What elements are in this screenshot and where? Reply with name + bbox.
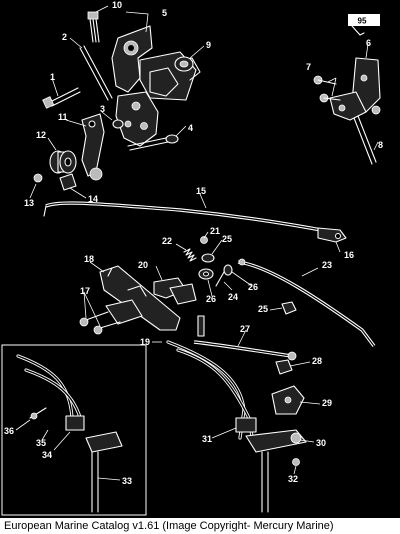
- pin-24: [215, 271, 225, 287]
- callout-34: 34: [42, 450, 52, 460]
- callout-26-right: 26: [248, 282, 258, 292]
- screws-7: [313, 75, 341, 103]
- callout-24: 24: [228, 292, 238, 302]
- spring-22: [183, 248, 197, 262]
- neutral-switch-20: [153, 277, 197, 305]
- link-rod-15: [43, 201, 333, 234]
- callout-25-right: 25: [258, 304, 268, 314]
- callout-4: 4: [188, 123, 193, 133]
- lever-arm-11: [81, 113, 105, 181]
- bolts-17: [79, 311, 121, 335]
- switch-29: [271, 385, 305, 415]
- callout-numbers: 1 2 3 4 5 6 7 8 9 10 11 12 13 14 15 16 1…: [4, 0, 383, 486]
- mounting-bracket-18: [99, 265, 181, 331]
- callout-18: 18: [84, 254, 94, 264]
- callout-11: 11: [58, 112, 68, 122]
- callout-27: 27: [240, 324, 250, 334]
- throttle-bracket: [111, 25, 201, 101]
- callout-6: 6: [366, 38, 371, 48]
- callout-12: 12: [36, 130, 46, 140]
- pin-21: [200, 236, 208, 244]
- leader-lines: [15, 5, 379, 481]
- callout-1: 1: [50, 72, 55, 82]
- callout-23: 23: [322, 260, 332, 270]
- callout-30: 30: [316, 438, 326, 448]
- washers-25-26: [198, 253, 233, 280]
- spool-12: [49, 150, 77, 174]
- parts-diagram: 95: [1, 0, 383, 516]
- callout-5: 5: [162, 8, 167, 18]
- callout-9: 9: [206, 40, 211, 50]
- exploded-view-drawing: 95: [1, 0, 383, 516]
- callout-2: 2: [62, 32, 67, 42]
- stud-2: [79, 45, 113, 101]
- callout-26-left: 26: [206, 294, 216, 304]
- nut-28: [275, 359, 293, 375]
- shift-rod-23: [237, 258, 376, 348]
- callout-17: 17: [80, 286, 90, 296]
- callout-20: 20: [138, 260, 148, 270]
- inset-screw-36: [29, 407, 47, 420]
- control-lever-body: [112, 91, 179, 151]
- bolt-10: [87, 11, 100, 43]
- screw-32: [292, 458, 300, 466]
- callout-15: 15: [196, 186, 206, 196]
- rod-8: [353, 105, 381, 165]
- callout-21: 21: [210, 226, 220, 236]
- callout-35: 35: [36, 438, 46, 448]
- nut-25-right: [281, 301, 297, 315]
- image-caption: European Marine Catalog v1.61 (Image Cop…: [0, 518, 400, 534]
- callout-31: 31: [202, 434, 212, 444]
- callout-16: 16: [344, 250, 354, 260]
- callout-13: 13: [24, 198, 34, 208]
- reference-tag-text: 95: [358, 17, 367, 26]
- reference-tag: 95: [348, 14, 380, 36]
- callout-29: 29: [322, 398, 332, 408]
- throttle-rod-27: [193, 315, 297, 361]
- bolt-1: [42, 87, 81, 109]
- callout-8: 8: [378, 140, 383, 150]
- inset-frame: [1, 344, 147, 516]
- callout-10: 10: [112, 0, 122, 10]
- callout-7: 7: [306, 62, 311, 72]
- inset-lever: [85, 431, 123, 513]
- callout-25-upper: 25: [222, 234, 232, 244]
- wiring-harness-31: [166, 340, 257, 440]
- washer-14: [59, 173, 77, 191]
- callout-36: 36: [4, 426, 14, 436]
- callout-3: 3: [100, 104, 105, 114]
- screw-13: [33, 173, 43, 183]
- bushing-9: [174, 56, 194, 72]
- callout-33: 33: [122, 476, 132, 486]
- callout-28: 28: [312, 356, 322, 366]
- callout-14: 14: [88, 194, 98, 204]
- callout-32: 32: [288, 474, 298, 484]
- rod-end-16: [317, 227, 347, 243]
- lever-plate-30: [245, 429, 307, 513]
- callout-22: 22: [162, 236, 172, 246]
- callout-19: 19: [140, 337, 150, 347]
- inset-harness: [16, 354, 85, 431]
